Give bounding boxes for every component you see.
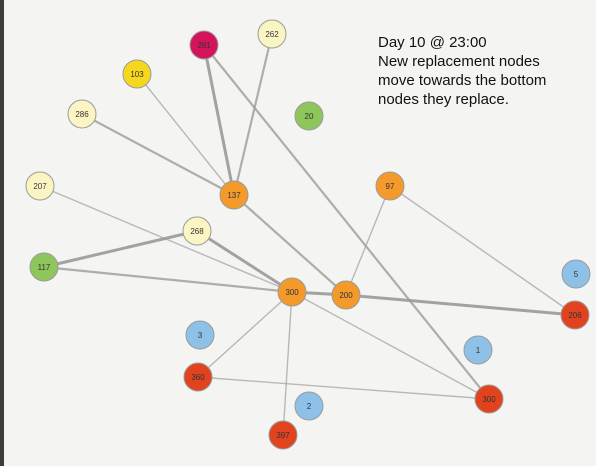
node-label: 262 [265, 30, 279, 39]
edge-n286-n137 [81, 113, 235, 196]
node-circle [25, 171, 55, 201]
node-n2[interactable]: 2 [294, 391, 324, 421]
node-n103[interactable]: 103 [122, 59, 152, 89]
node-n200[interactable]: 200 [331, 280, 361, 310]
edge-n262-n137 [232, 33, 274, 196]
node-n117[interactable]: 117 [29, 252, 59, 282]
node-label: 300 [482, 395, 496, 404]
node-label: 286 [75, 110, 89, 119]
node-circle [29, 252, 59, 282]
node-layer: 281 262 103 286 20 207 137 97 268 117 300 200 5 206 3 1… [25, 19, 591, 450]
edge-n268-n300a [196, 229, 293, 294]
node-circle [122, 59, 152, 89]
node-label: 1 [476, 346, 481, 355]
caption-line-3: nodes they replace. [378, 91, 509, 108]
node-label: 5 [574, 270, 579, 279]
node-n3[interactable]: 3 [185, 320, 215, 350]
node-circle [182, 216, 212, 246]
node-label: 268 [190, 227, 204, 236]
edge-n117-n268 [43, 229, 198, 269]
node-n262[interactable]: 262 [257, 19, 287, 49]
node-circle [331, 280, 361, 310]
node-circle [183, 362, 213, 392]
node-circle [67, 99, 97, 129]
node-label: 397 [276, 431, 290, 440]
node-circle [189, 30, 219, 60]
edge-n300a-n397 [282, 291, 293, 436]
node-circle [375, 171, 405, 201]
node-n397[interactable]: 397 [268, 420, 298, 450]
edge-n97-n200 [345, 185, 391, 296]
edge-n360-n300b [197, 376, 490, 400]
node-label: 117 [38, 263, 51, 272]
node-label: 2 [307, 402, 312, 411]
node-label: 300 [285, 288, 299, 297]
node-circle [463, 335, 493, 365]
node-circle [560, 300, 590, 330]
node-label: 206 [568, 311, 582, 320]
edge-n300a-n360 [197, 291, 293, 378]
node-circle [474, 384, 504, 414]
node-label: 207 [33, 182, 47, 191]
node-circle [277, 277, 307, 307]
node-circle [268, 420, 298, 450]
node-label: 97 [386, 182, 395, 191]
node-n5[interactable]: 5 [561, 259, 591, 289]
node-label: 360 [191, 373, 205, 382]
node-circle [294, 101, 324, 131]
edge-n281-n137 [202, 44, 236, 196]
edge-n97-n206 [389, 185, 576, 316]
caption: Day 10 @ 23:00 New replacement nodes mov… [378, 33, 546, 109]
node-n207[interactable]: 207 [25, 171, 55, 201]
node-n281[interactable]: 281 [189, 30, 219, 60]
caption-line-1: New replacement nodes [378, 53, 540, 70]
node-n286[interactable]: 286 [67, 99, 97, 129]
node-n1[interactable]: 1 [463, 335, 493, 365]
node-n300a[interactable]: 300 [277, 277, 307, 307]
edge-n281-n300b [203, 44, 490, 400]
node-label: 137 [227, 191, 241, 200]
edge-n137-n200 [233, 194, 347, 296]
edge-n117-n300a [43, 265, 293, 294]
node-n300b[interactable]: 300 [474, 384, 504, 414]
node-label: 281 [197, 41, 211, 50]
edge-n300a-n300b [291, 291, 490, 400]
edge-n200-n206 [345, 293, 576, 317]
node-n268[interactable]: 268 [182, 216, 212, 246]
node-n360[interactable]: 360 [183, 362, 213, 392]
node-n97[interactable]: 97 [375, 171, 405, 201]
node-circle [561, 259, 591, 289]
caption-title: Day 10 @ 23:00 [378, 34, 487, 51]
node-n20[interactable]: 20 [294, 101, 324, 131]
node-circle [257, 19, 287, 49]
node-label: 3 [198, 331, 203, 340]
node-label: 200 [339, 291, 353, 300]
node-n137[interactable]: 137 [219, 180, 249, 210]
node-n206[interactable]: 206 [560, 300, 590, 330]
network-graph: 281 262 103 286 20 207 137 97 268 117 300 200 5 206 3 1… [25, 19, 591, 450]
node-circle [219, 180, 249, 210]
node-circle [294, 391, 324, 421]
caption-line-2: move towards the bottom [378, 72, 547, 89]
node-label: 103 [130, 70, 144, 79]
node-label: 20 [305, 112, 314, 121]
edge-n103-n137 [136, 73, 235, 196]
edge-layer [39, 33, 576, 436]
node-circle [185, 320, 215, 350]
